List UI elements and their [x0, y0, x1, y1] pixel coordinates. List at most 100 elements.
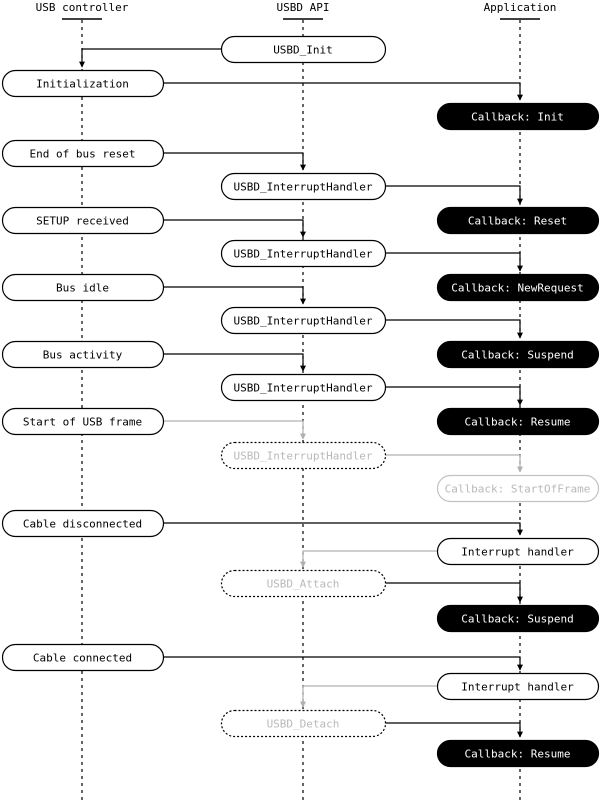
node-label-n12: Bus activity: [43, 349, 123, 362]
connector-n6-to-n8: [163, 219, 306, 238]
node-n14[interactable]: USBD_InterruptHandler: [220, 373, 387, 402]
lifeline-group: [81, 20, 521, 802]
node-n23[interactable]: Cable connected: [1, 643, 165, 672]
node-label-n5: USBD_InterruptHandler: [233, 181, 372, 194]
node-shape-n1: [220, 35, 387, 64]
node-n5[interactable]: USBD_InterruptHandler: [220, 172, 387, 201]
node-label-n24: Interrupt handler: [461, 681, 574, 694]
node-n26[interactable]: Callback: Resume: [436, 739, 600, 768]
node-label-n23: Cable connected: [33, 652, 132, 665]
connector-n15-to-n17: [163, 420, 306, 440]
node-shape-n14: [220, 373, 387, 402]
node-label-n14: USBD_InterruptHandler: [233, 382, 372, 395]
node-shape-n25: [220, 709, 387, 738]
connector-n12-to-n14: [163, 353, 306, 372]
connector-n14-to-n16: [385, 386, 523, 406]
connector-n19-to-n20: [163, 522, 523, 536]
connector-n5-to-n7: [385, 185, 523, 205]
node-n9[interactable]: Bus idle: [1, 273, 165, 302]
node-shape-n17: [220, 441, 387, 470]
node-n7[interactable]: Callback: Reset: [436, 206, 600, 235]
node-shape-n13: [436, 340, 600, 369]
node-label-n21: USBD_Attach: [267, 578, 340, 591]
node-n21[interactable]: USBD_Attach: [220, 569, 387, 598]
node-shape-n6: [1, 206, 165, 235]
connector-n4-to-n5: [163, 152, 306, 171]
node-n3[interactable]: Callback: Init: [436, 102, 600, 131]
node-label-n1: USBD_Init: [273, 44, 333, 57]
node-label-n16: Callback: Resume: [465, 416, 571, 429]
node-shape-n3: [436, 102, 600, 131]
node-shape-n19: [1, 509, 165, 538]
node-label-n2: Initialization: [36, 78, 129, 91]
node-n25[interactable]: USBD_Detach: [220, 709, 387, 738]
node-n4[interactable]: End of bus reset: [1, 139, 165, 168]
connector-group: [79, 48, 523, 738]
column-header-usb-controller: USB controller: [36, 1, 129, 14]
connector-n25-to-n26: [385, 722, 523, 738]
connector-n17-to-n18: [385, 454, 523, 473]
node-shape-n23: [1, 643, 165, 672]
node-label-n11: USBD_InterruptHandler: [233, 315, 372, 328]
node-shape-n7: [436, 206, 600, 235]
node-shape-n10: [436, 273, 600, 302]
node-n16[interactable]: Callback: Resume: [436, 407, 600, 436]
node-n11[interactable]: USBD_InterruptHandler: [220, 306, 387, 335]
node-shape-n5: [220, 172, 387, 201]
node-shape-n15: [1, 407, 165, 436]
column-header-usbd-api: USBD API: [277, 1, 330, 14]
connector-n24-to-n25: [300, 685, 437, 708]
connector-n1-to-n2: [79, 48, 221, 68]
node-label-n19: Cable disconnected: [23, 518, 142, 531]
node-n15[interactable]: Start of USB frame: [1, 407, 165, 436]
node-label-n15: Start of USB frame: [23, 416, 142, 429]
node-n12[interactable]: Bus activity: [1, 340, 165, 369]
node-label-n26: Callback: Resume: [465, 748, 571, 761]
node-label-n17: USBD_InterruptHandler: [233, 450, 372, 463]
node-n2[interactable]: Initialization: [1, 69, 165, 98]
column-header-application: Application: [484, 1, 557, 14]
node-n20[interactable]: Interrupt handler: [436, 537, 600, 566]
node-label-n6: SETUP received: [36, 215, 129, 228]
node-shape-n21: [220, 569, 387, 598]
connector-n2-to-n3: [163, 82, 523, 101]
node-label-n3: Callback: Init: [471, 111, 564, 124]
node-shape-n18: [436, 474, 600, 503]
node-n8[interactable]: USBD_InterruptHandler: [220, 239, 387, 268]
node-label-n22: Callback: Suspend: [461, 613, 574, 626]
node-shape-n8: [220, 239, 387, 268]
connector-n23-to-n24: [163, 656, 523, 671]
node-n13[interactable]: Callback: Suspend: [436, 340, 600, 369]
connector-n8-to-n10: [385, 252, 523, 272]
node-n6[interactable]: SETUP received: [1, 206, 165, 235]
node-label-n4: End of bus reset: [30, 148, 136, 161]
node-label-n20: Interrupt handler: [461, 546, 574, 559]
node-n24[interactable]: Interrupt handler: [436, 672, 600, 701]
node-shape-n2: [1, 69, 165, 98]
connector-n21-to-n22: [385, 582, 523, 603]
node-label-n18: Callback: StartOfFrame: [445, 483, 591, 496]
node-shape-n12: [1, 340, 165, 369]
column-header-group: USB controller USBD API Application: [36, 1, 557, 20]
connector-n9-to-n11: [163, 286, 306, 305]
node-shape-n24: [436, 672, 600, 701]
node-n22[interactable]: Callback: Suspend: [436, 604, 600, 633]
node-shape-n22: [436, 604, 600, 633]
node-n1[interactable]: USBD_Init: [220, 35, 387, 64]
node-n17[interactable]: USBD_InterruptHandler: [220, 441, 387, 470]
node-shape-n16: [436, 407, 600, 436]
connector-n11-to-n13: [385, 319, 523, 339]
node-label-n10: Callback: NewRequest: [451, 282, 583, 295]
node-n10[interactable]: Callback: NewRequest: [436, 273, 600, 302]
node-n19[interactable]: Cable disconnected: [1, 509, 165, 538]
node-label-n8: USBD_InterruptHandler: [233, 248, 372, 261]
connector-n20-to-n21: [300, 550, 437, 568]
node-n18[interactable]: Callback: StartOfFrame: [436, 474, 600, 503]
node-shape-n9: [1, 273, 165, 302]
node-shape-n26: [436, 739, 600, 768]
node-label-n9: Bus idle: [56, 282, 109, 295]
node-label-n13: Callback: Suspend: [461, 349, 574, 362]
node-label-n25: USBD_Detach: [267, 718, 340, 731]
